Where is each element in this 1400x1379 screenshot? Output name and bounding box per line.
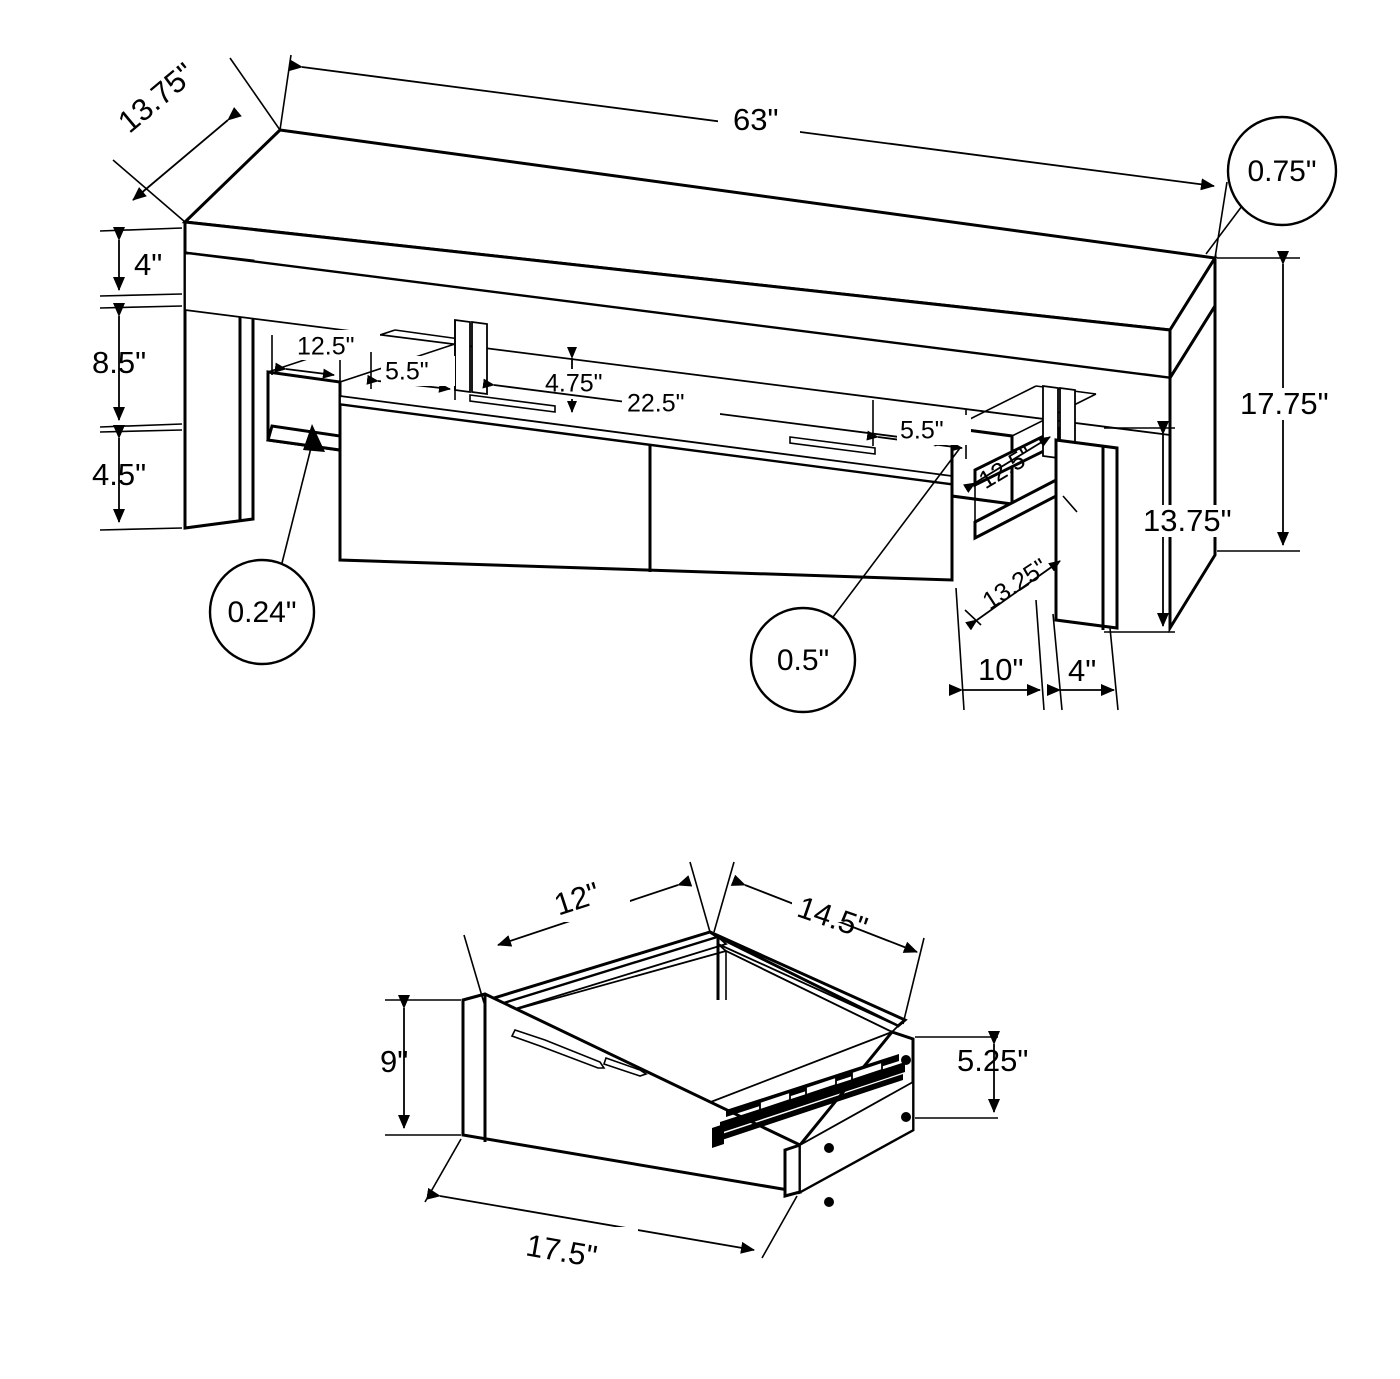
right-side-panel [1054, 438, 1119, 630]
dim-label-drawer-front-height: 9" [380, 1044, 408, 1079]
main-console-view: 13.75" 63" 0.75" 4" 8.5" [92, 54, 1352, 714]
console-right-end-panel [1168, 300, 1217, 634]
left-divider-panels [454, 318, 488, 396]
dim-label-side-opening-width: 10" [978, 652, 1024, 687]
dim-overall-height: 17.75" [1217, 251, 1352, 552]
dim-top-panel-height: 4" [99, 227, 183, 297]
drawer-rear-rim [466, 930, 908, 1034]
drawer-box-view: 12" 14.5" 9" 5.25" [380, 861, 1028, 1274]
dim-label-width-overall: 63" [733, 102, 779, 137]
dim-label-side-panel-width: 4" [1068, 653, 1096, 688]
dim-drawer-inner-width: 14.5" [713, 861, 925, 1025]
dim-divider-offset-left: 5.5" [366, 352, 456, 400]
dim-label-divider-offset-left: 5.5" [385, 358, 429, 386]
dim-panel-thickness-side-bubble: 0.5" [749, 447, 961, 714]
dim-top-thickness-bubble: 0.75" [1205, 115, 1338, 255]
dim-drawer-front-height: 9" [380, 995, 461, 1136]
dim-lower-shelf-height: 4.5" [92, 425, 183, 531]
dim-label-panel-thickness-back: 0.24" [227, 596, 296, 629]
dim-width-overall: 63" [279, 54, 1228, 259]
dim-side-cabinet-height: 13.75" [1104, 421, 1244, 633]
drawer-bottom-relief [510, 1029, 648, 1077]
dim-label-depth-top: 13.75" [111, 56, 201, 140]
dim-drawer-side-height: 5.25" [915, 1031, 1028, 1119]
dim-label-panel-thickness-side: 0.5" [777, 644, 829, 677]
dim-open-shelf-height: 8.5" [92, 303, 183, 428]
dim-label-shelf-depth-left: 12.5" [297, 333, 355, 361]
dim-panel-thickness-back-bubble: 0.24" [208, 424, 325, 666]
dim-label-top-panel-height: 4" [134, 247, 162, 282]
console-lower-frame [338, 404, 954, 580]
dim-label-top-thickness: 0.75" [1247, 155, 1316, 188]
dim-label-overall-height: 17.75" [1240, 386, 1329, 421]
drawer-fronts [338, 394, 954, 582]
dim-label-drawer-side-height: 5.25" [957, 1043, 1028, 1078]
dim-side-panel-width: 4" [1047, 613, 1119, 711]
dim-label-drawer-span: 22.5" [627, 390, 685, 418]
dim-side-opening-width: 10" [949, 587, 1045, 711]
dim-label-open-shelf-height: 8.5" [92, 345, 146, 380]
dim-label-lower-shelf-height: 4.5" [92, 457, 146, 492]
dim-drawer-front-width: 17.5" [424, 1138, 798, 1274]
dim-label-divider-offset-right: 5.5" [900, 417, 944, 445]
dim-label-side-cabinet-height: 13.75" [1143, 503, 1232, 538]
dim-shelf-depth-left: 12.5" [271, 330, 380, 385]
dim-label-lower-shelf-depth: 13.25" [978, 553, 1053, 615]
drawer-slide-hardware [712, 1054, 905, 1148]
dim-divider-offset-right: 5.5" [866, 400, 971, 459]
